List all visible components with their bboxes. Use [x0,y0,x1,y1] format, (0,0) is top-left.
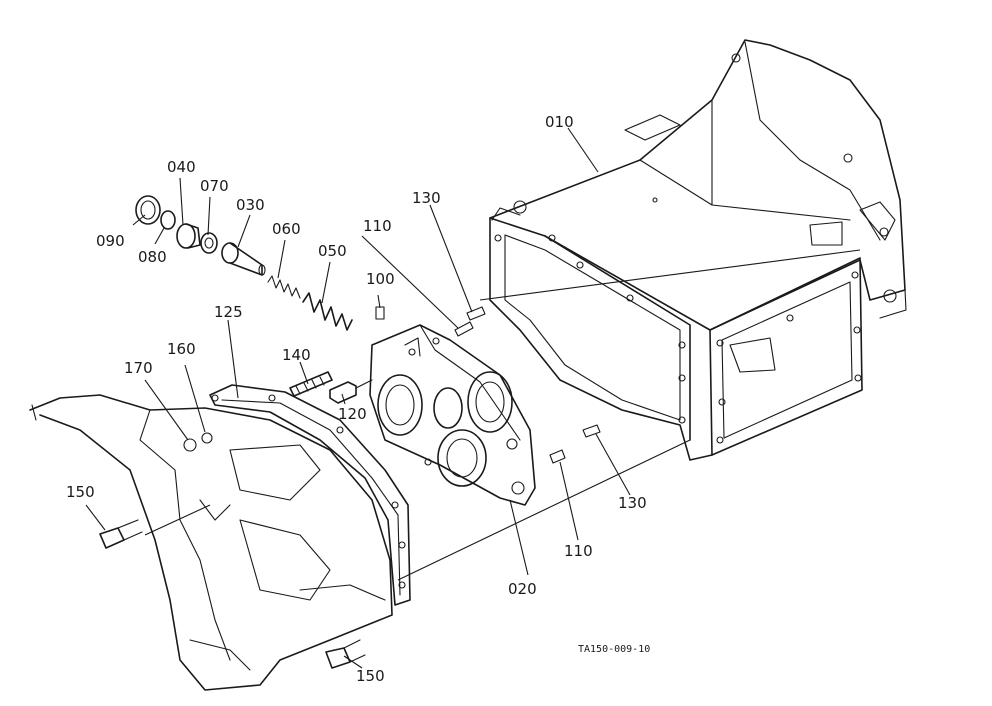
callout-020: 020 [508,580,537,598]
callout-050: 050 [318,242,347,260]
plug-090 [135,195,161,225]
pin-130-upper [466,306,486,321]
cover-plate-020 [369,324,536,506]
callout-110-lower: 110 [564,542,593,560]
bolt-150-upper [99,519,143,549]
bolt-120 [329,379,373,404]
callout-060: 060 [272,220,301,238]
callout-130-lower: 130 [618,494,647,512]
callout-150-upper: 150 [66,483,95,501]
callout-010: 010 [545,113,574,131]
transmission-case-010 [489,39,907,461]
callout-030: 030 [236,196,265,214]
callout-110-upper: 110 [363,217,392,235]
o-ring-080 [160,210,176,230]
cap-040 [176,223,201,249]
callout-170: 170 [124,359,153,377]
spring-050 [302,292,353,331]
rear-housing [29,394,393,691]
washer-070 [200,232,218,254]
callout-130-upper: 130 [412,189,441,207]
pin-110-upper [454,321,474,337]
callout-125: 125 [214,303,243,321]
leader-lines [85,127,861,669]
pin-130-lower [582,424,601,438]
callout-070: 070 [200,177,229,195]
stud-140 [289,371,333,397]
plug-100 [375,306,385,320]
spring-060 [267,275,301,299]
pin-110-lower [549,449,566,464]
callout-100: 100 [366,270,395,288]
callout-labels: 010 020 030 040 050 060 070 080 090 100 … [66,113,647,685]
callout-120: 120 [338,405,367,423]
bolt-150-lower [325,639,366,669]
callout-160: 160 [167,340,196,358]
callout-150-lower: 150 [356,667,385,685]
callout-090: 090 [96,232,125,250]
callout-080: 080 [138,248,167,266]
figure-code: TA150-009-10 [578,644,650,655]
callout-140: 140 [282,346,311,364]
callout-040: 040 [167,158,196,176]
valve-spool-030 [221,242,266,276]
